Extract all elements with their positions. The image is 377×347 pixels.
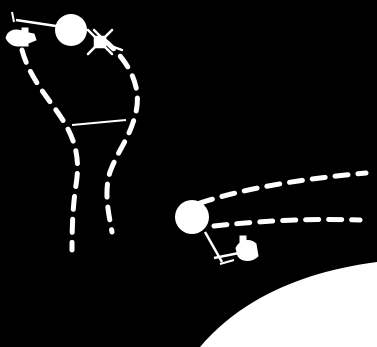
upper-spherical-module: [55, 14, 87, 46]
lower-spherical-module: [175, 200, 209, 234]
